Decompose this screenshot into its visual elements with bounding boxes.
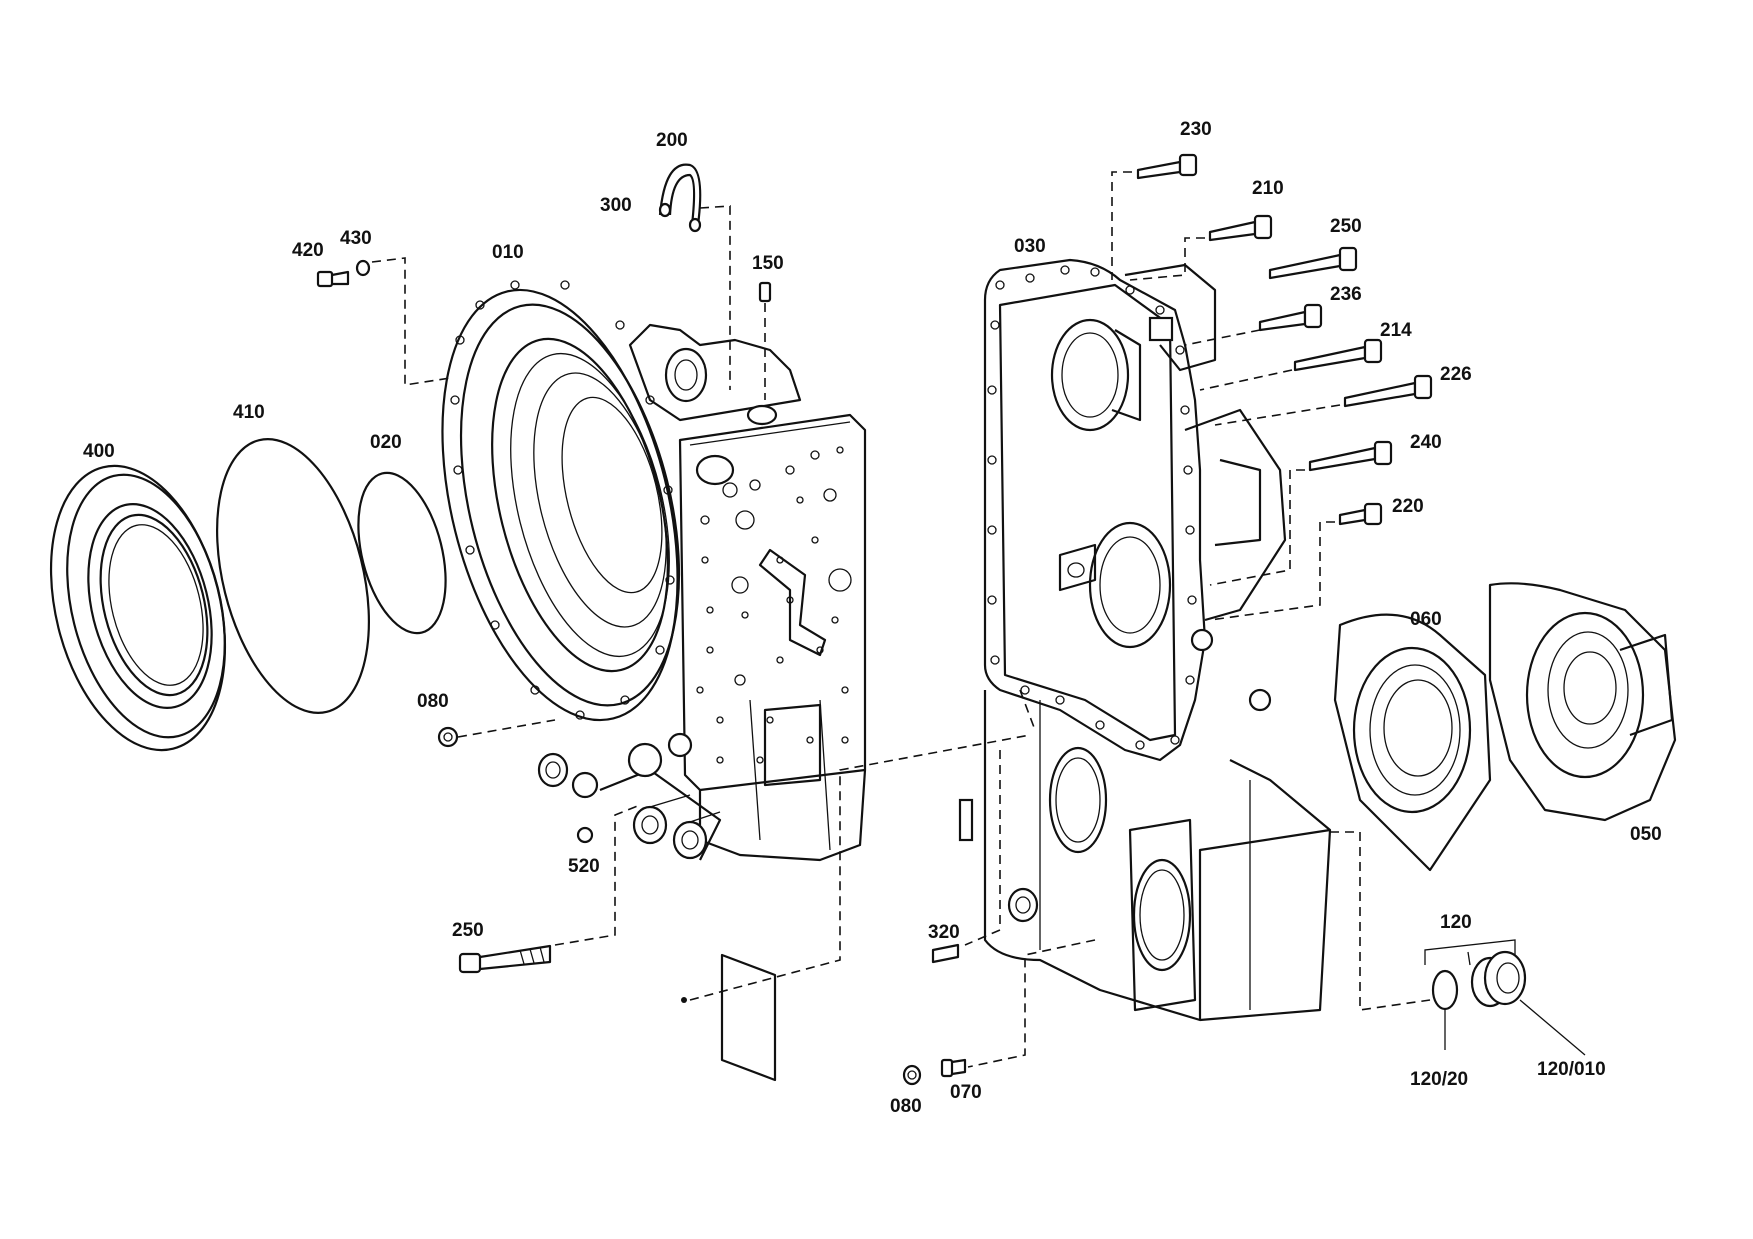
part-cover-plate xyxy=(681,953,777,1082)
part-120-20-o-ring xyxy=(1431,969,1459,1011)
label-150: 150 xyxy=(752,253,784,274)
label-050: 050 xyxy=(1630,824,1662,845)
label-060: 060 xyxy=(1410,609,1442,630)
part-400-seal-cover xyxy=(49,464,227,752)
label-236: 236 xyxy=(1330,284,1362,305)
part-050-cover xyxy=(1488,582,1677,822)
label-520: 520 xyxy=(568,856,600,877)
label-120-20: 120/20 xyxy=(1410,1069,1468,1090)
label-120: 120 xyxy=(1440,912,1472,933)
part-300-screw xyxy=(658,202,702,233)
part-080-nut-left xyxy=(437,726,459,748)
label-010: 010 xyxy=(492,242,524,263)
part-430-washer xyxy=(355,259,371,277)
assembly-dashed-lines xyxy=(371,171,1431,1068)
label-240: 240 xyxy=(1410,432,1442,453)
label-200: 200 xyxy=(656,130,688,151)
part-060-cover xyxy=(1333,613,1492,872)
part-230-bolt xyxy=(1136,153,1198,180)
part-010-housing xyxy=(441,280,867,862)
label-420: 420 xyxy=(292,240,324,261)
part-240-bolt xyxy=(1308,440,1393,472)
label-250-left: 250 xyxy=(452,920,484,941)
label-230: 230 xyxy=(1180,119,1212,140)
label-300: 300 xyxy=(600,195,632,216)
part-200-u-bracket xyxy=(658,163,702,226)
part-410-o-ring xyxy=(216,438,370,714)
part-236-bolt xyxy=(1258,303,1323,332)
part-214-bolt xyxy=(1293,338,1383,372)
part-labels: 010 020 030 050 060 070 080 080 120 120/… xyxy=(83,119,1662,1117)
part-210-bolt xyxy=(1208,214,1273,242)
part-120-010-plug xyxy=(1470,950,1527,1008)
part-020-o-ring xyxy=(357,471,447,635)
part-226-bolt xyxy=(1343,374,1433,408)
part-320-pin xyxy=(931,943,960,964)
part-070-screw xyxy=(940,1058,967,1078)
label-320: 320 xyxy=(928,922,960,943)
part-150-plug xyxy=(758,281,772,303)
label-410: 410 xyxy=(233,402,265,423)
label-020: 020 xyxy=(370,432,402,453)
part-420-screw xyxy=(316,270,350,288)
label-080-left: 080 xyxy=(417,691,449,712)
label-400: 400 xyxy=(83,441,115,462)
part-520-plug xyxy=(576,826,594,844)
label-210: 210 xyxy=(1252,178,1284,199)
part-220-bolt xyxy=(1338,502,1383,526)
leader-lines xyxy=(1424,939,1586,1056)
part-250-bolt-left xyxy=(458,944,552,974)
label-226: 226 xyxy=(1440,364,1472,385)
label-030: 030 xyxy=(1014,236,1046,257)
label-070: 070 xyxy=(950,1082,982,1103)
label-430: 430 xyxy=(340,228,372,249)
label-214: 214 xyxy=(1380,320,1412,341)
label-250-right: 250 xyxy=(1330,216,1362,237)
label-120-010: 120/010 xyxy=(1537,1059,1606,1080)
label-080-right: 080 xyxy=(890,1096,922,1117)
part-080-nut-right xyxy=(902,1064,922,1086)
part-030-housing xyxy=(958,258,1332,1022)
label-220: 220 xyxy=(1392,496,1424,517)
part-250-bolt-right xyxy=(1268,246,1358,280)
